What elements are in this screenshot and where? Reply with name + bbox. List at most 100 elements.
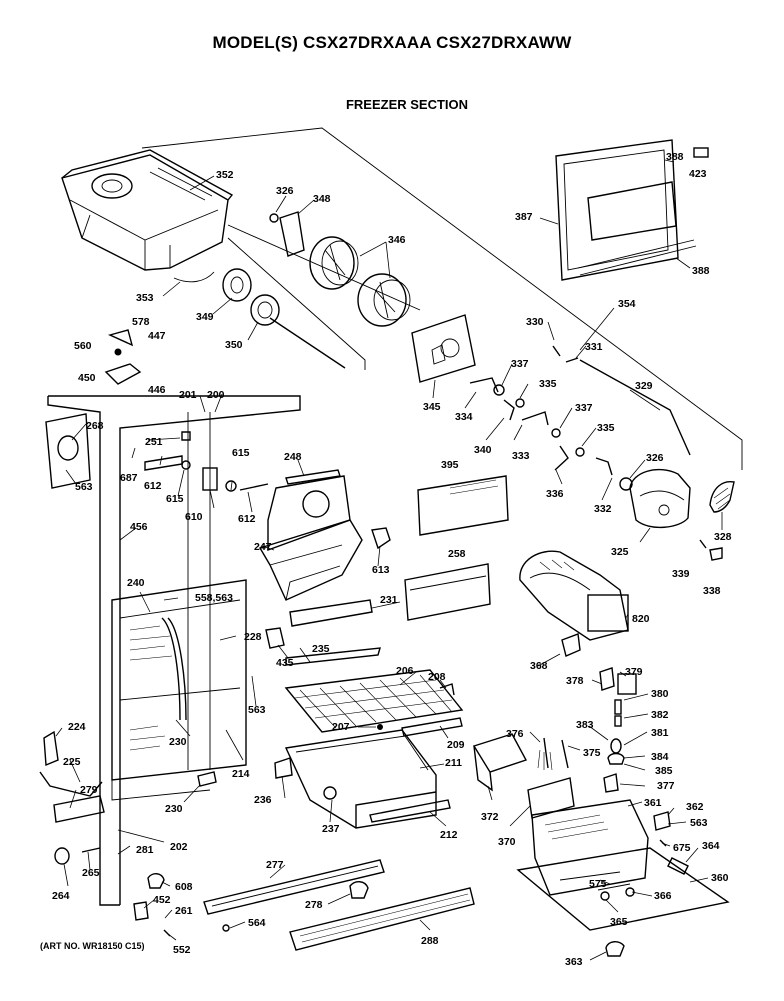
icemaker-motor-housing — [619, 468, 735, 561]
part-label: 258 — [448, 548, 466, 560]
part-label: 264 — [52, 890, 70, 902]
part-label: 208 — [428, 671, 446, 683]
part-label: 326 — [276, 185, 294, 197]
part-label: 610 — [185, 511, 203, 523]
part-label: 450 — [78, 372, 96, 384]
part-label: 261 — [175, 905, 193, 917]
part-label: 456 — [130, 521, 148, 533]
part-label: 325 — [611, 546, 629, 558]
part-label: 212 — [440, 829, 458, 841]
part-label: 247 — [254, 541, 272, 553]
part-label: 230 — [169, 736, 187, 748]
part-label: 608 — [175, 881, 193, 893]
part-label: 349 — [196, 311, 214, 323]
part-label: 326 — [646, 452, 664, 464]
dispenser-parts — [537, 633, 637, 793]
part-label: 361 — [644, 797, 662, 809]
part-label: 236 — [254, 794, 272, 806]
part-label: 370 — [498, 836, 516, 848]
part-label: 338 — [703, 585, 721, 597]
part-label: 388 — [666, 151, 684, 163]
part-label: 613 — [372, 564, 390, 576]
part-label: 363 — [565, 956, 583, 968]
part-label: 382 — [651, 709, 669, 721]
part-label: 350 — [225, 339, 243, 351]
part-label: 372 — [481, 811, 499, 823]
part-label: 575 — [589, 878, 607, 890]
part-label: 237 — [322, 823, 340, 835]
part-label: 211 — [445, 757, 462, 769]
part-label: 384 — [651, 751, 669, 763]
part-label: 230 — [165, 803, 183, 815]
part-label: 337 — [575, 402, 593, 414]
ice-chute — [258, 469, 391, 627]
part-label: 435 — [276, 657, 294, 669]
part-label: 336 — [546, 488, 564, 500]
part-label: 387 — [515, 211, 533, 223]
part-label: 206 — [396, 665, 414, 677]
part-label: 360 — [711, 872, 729, 884]
part-label: 362 — [686, 801, 704, 813]
part-label: 340 — [474, 444, 492, 456]
part-label: 288 — [421, 935, 439, 947]
part-label: 281 — [136, 844, 154, 856]
part-label: 368 — [530, 660, 548, 672]
part-label: 352 — [216, 169, 234, 181]
part-label: 335 — [539, 378, 557, 390]
part-label: 334 — [455, 411, 473, 423]
part-label: 332 — [594, 503, 612, 515]
model-title: MODEL(S) CSX27DRXAAA CSX27DRXAWW — [212, 33, 572, 52]
cabinet-liner — [45, 395, 301, 906]
part-label: 820 — [632, 613, 650, 625]
freezer-bin — [284, 729, 451, 829]
part-label: 558,563 — [195, 592, 233, 604]
part-label: 346 — [388, 234, 406, 246]
part-label: 615 — [166, 493, 184, 505]
part-label: 277 — [266, 859, 284, 871]
part-label: 379 — [625, 666, 643, 678]
part-label: 423 — [689, 168, 707, 180]
part-label: 564 — [248, 917, 266, 929]
part-label: 675 — [673, 842, 691, 854]
part-label: 345 — [423, 401, 441, 413]
part-label: 388 — [692, 265, 710, 277]
part-label: 231 — [380, 594, 398, 606]
bottom-rails — [203, 859, 475, 951]
part-label: 395 — [441, 459, 459, 471]
part-label: 560 — [74, 340, 92, 352]
part-label: 331 — [585, 341, 603, 353]
part-label: 330 — [526, 316, 544, 328]
part-label: 235 — [312, 643, 330, 655]
part-label: 279 — [80, 784, 98, 796]
part-label: 563 — [690, 817, 708, 829]
part-number-labels: 352 326 348 346 388 423 387 388 353 349 … — [52, 151, 732, 968]
part-label: 329 — [635, 380, 653, 392]
part-label: 376 — [506, 728, 524, 740]
part-label: 354 — [618, 298, 636, 310]
part-label: 224 — [68, 721, 86, 733]
part-label: 268 — [86, 420, 104, 432]
section-title: FREEZER SECTION — [345, 97, 469, 112]
part-label: 364 — [702, 840, 720, 852]
part-label: 265 — [82, 867, 100, 879]
part-label: 563 — [248, 704, 266, 716]
perspective-guides — [141, 127, 743, 470]
leader-lines — [55, 159, 723, 961]
part-label: 202 — [170, 841, 188, 853]
part-label: 612 — [238, 513, 256, 525]
part-label: 563 — [75, 481, 93, 493]
part-label: 612 — [144, 480, 162, 492]
part-label: 578 — [132, 316, 150, 328]
part-label: 377 — [657, 780, 675, 792]
part-label: 201 — [179, 389, 197, 401]
part-label: 452 — [153, 894, 171, 906]
part-label: 375 — [583, 747, 601, 759]
part-label: 328 — [714, 531, 732, 543]
part-label: 687 — [120, 472, 138, 484]
motor-plate — [411, 314, 476, 383]
auger-assembly — [222, 211, 411, 369]
part-label: 214 — [232, 768, 250, 780]
dispenser-door-panel — [555, 139, 709, 281]
dispenser-housing — [472, 733, 730, 957]
